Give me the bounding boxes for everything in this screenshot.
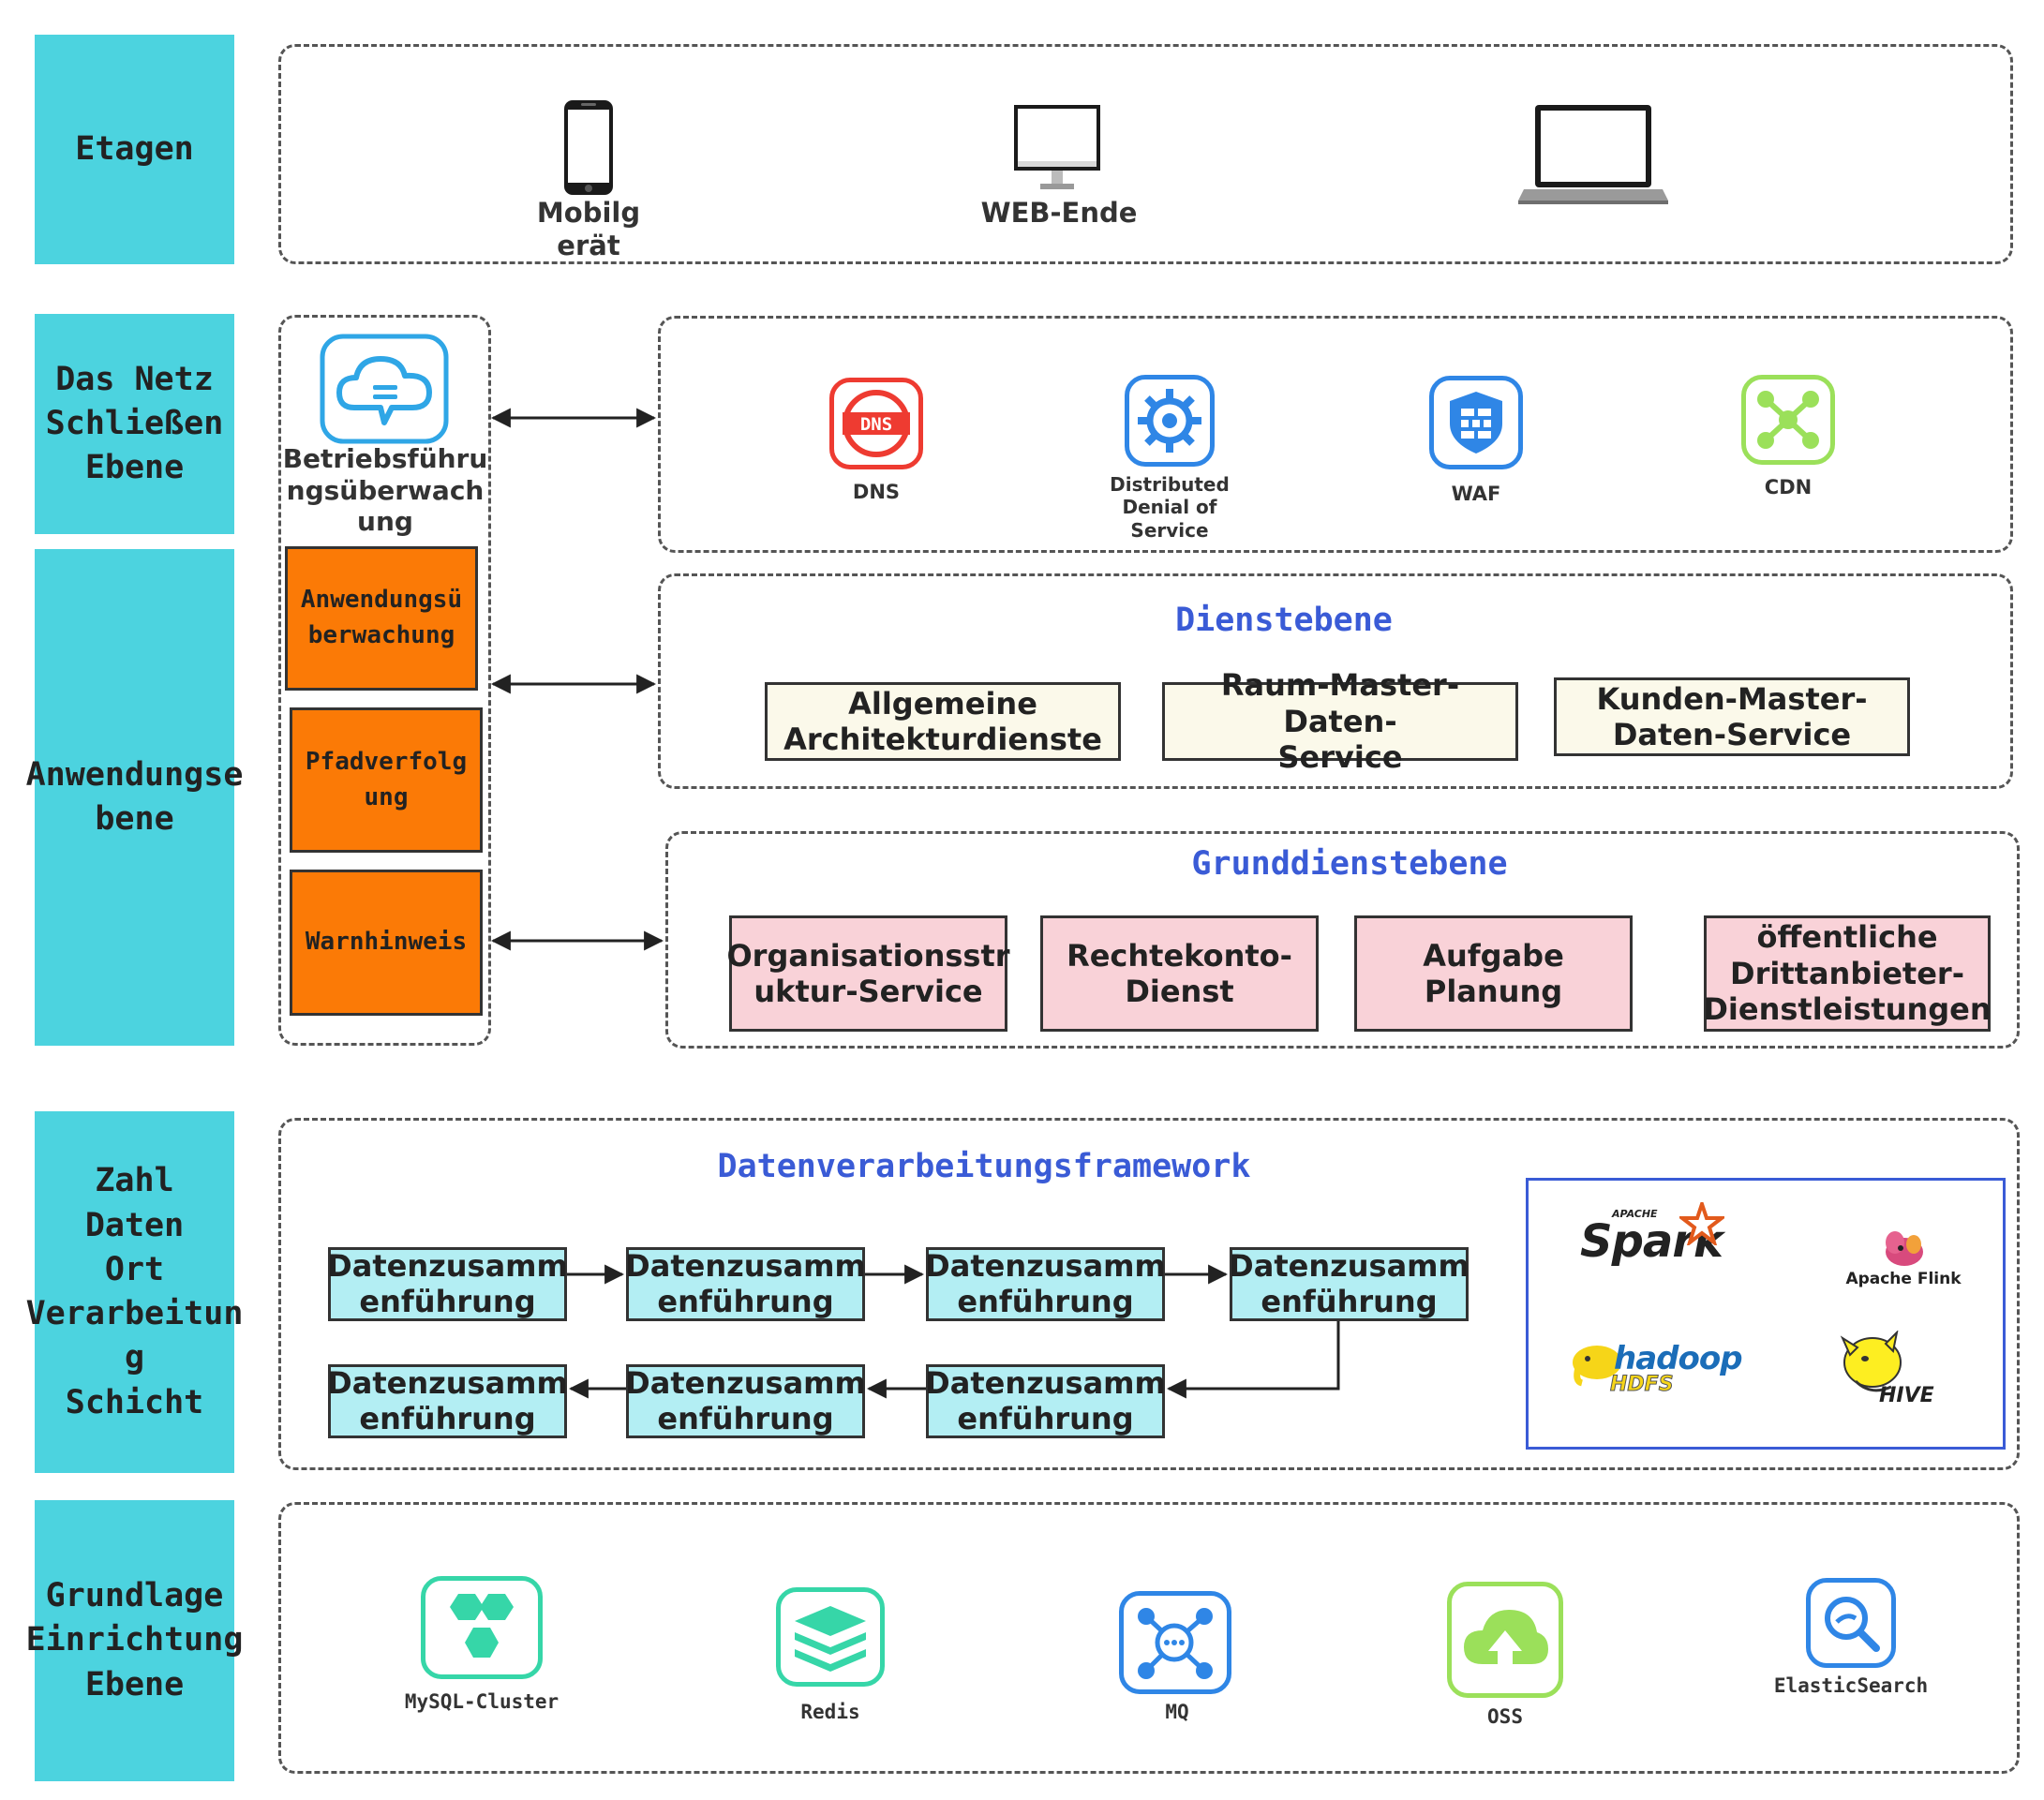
hadoop-elephant-icon: [1569, 1342, 1625, 1387]
layer-label-data-processing: Zahl Daten Ort Verarbeitun g Schicht: [26, 1111, 243, 1473]
dns-icon: DNS: [829, 378, 923, 469]
layer-label-application: Anwendungse bene: [26, 549, 243, 1046]
service-space-master-data: Raum-Master-Daten- Service: [1162, 667, 1518, 775]
hive-text: HIVE: [1879, 1384, 1934, 1407]
layer-label-infrastructure: Grundlage Einrichtung Ebene: [26, 1500, 243, 1781]
arrow-data-4-7: [1166, 1321, 1340, 1399]
cdn-network-icon: [1741, 375, 1835, 465]
waf-shield-icon: [1429, 376, 1523, 469]
bigdata-logos-panel: [1526, 1178, 2006, 1450]
base-service-layer-container: [665, 831, 2020, 1049]
elasticsearch-search-icon: [1806, 1578, 1896, 1668]
network-item-ddos-label: Distributed Denial of Service: [1110, 473, 1230, 542]
laptop-icon: [1518, 103, 1668, 206]
base-service-permission-account: Rechtekonto- Dienst: [1040, 915, 1319, 1032]
ddos-gear-icon: [1125, 375, 1215, 467]
network-item-cdn-label: CDN: [1764, 476, 1813, 498]
dns-badge-text: DNS: [860, 414, 892, 435]
mq-icon: [1119, 1591, 1231, 1694]
hadoop-text: hadoop: [1614, 1340, 1743, 1377]
cloud-monitoring-icon: [319, 333, 450, 445]
infra-elasticsearch-label: ElasticSearch: [1773, 1674, 1929, 1697]
monitoring-item-alerts: Warnhinweis: [290, 870, 483, 1016]
monitoring-item-app-monitoring: Anwendungsü berwachung: [285, 546, 478, 691]
data-processing-container: [278, 1118, 2020, 1470]
infra-redis-label: Redis: [800, 1701, 860, 1723]
client-layer-container: [278, 44, 2013, 264]
desktop-monitor-icon: [1012, 103, 1102, 193]
data-merge-box-2: Datenzusamm enführung: [625, 1247, 866, 1321]
monitoring-item-path-tracing: Pfadverfolg ung: [290, 707, 483, 853]
layer-label-network: Das Netz Schließen Ebene: [35, 314, 234, 534]
monitoring-container: [278, 315, 491, 1046]
hdfs-text: HDFS: [1610, 1373, 1675, 1397]
mobile-label: Mobilg erät: [536, 197, 641, 262]
spark-star-icon: [1679, 1202, 1724, 1245]
network-item-waf-label: WAF: [1451, 483, 1501, 505]
infra-oss-label: OSS: [1487, 1705, 1523, 1728]
hive-bee-icon: [1837, 1329, 1916, 1409]
web-label: WEB-Ende: [980, 197, 1138, 229]
spark-logo: APACHE Spark: [1576, 1202, 1726, 1277]
infra-mysql-label: MySQL-Cluster: [404, 1690, 559, 1713]
monitoring-title: Betriebsführu ngsüberwach ung: [282, 443, 488, 538]
layer-label-etagen: Etagen: [35, 35, 234, 264]
oss-cloud-icon: [1447, 1582, 1563, 1698]
data-merge-box-6: Datenzusamm enführung: [625, 1364, 866, 1438]
infra-mq-label: MQ: [1165, 1701, 1189, 1723]
base-service-organization: Organisationsstr uktur-Service: [726, 915, 1010, 1032]
service-layer-container: [658, 573, 2013, 789]
data-merge-box-7: Datenzusamm enführung: [925, 1364, 1166, 1438]
flink-squirrel-icon: [1876, 1224, 1932, 1271]
flink-label: Apache Flink: [1845, 1270, 1962, 1288]
data-merge-box-5: Datenzusamm enführung: [327, 1364, 568, 1438]
mysql-cluster-icon: [421, 1576, 543, 1679]
network-item-dns-label: DNS: [852, 481, 901, 503]
base-service-third-party: öffentliche Drittanbieter- Dienstleistun…: [1703, 915, 1992, 1032]
service-general-architecture: Allgemeine Architekturdienste: [765, 682, 1121, 761]
redis-icon: [776, 1587, 885, 1687]
spark-apache-text: APACHE: [1612, 1208, 1658, 1220]
base-service-layer-title: Grunddienstebene: [1191, 845, 1508, 883]
service-customer-master-data: Kunden-Master- Daten-Service: [1554, 677, 1910, 756]
data-merge-box-3: Datenzusamm enführung: [925, 1247, 1166, 1321]
data-merge-box-1: Datenzusamm enführung: [327, 1247, 568, 1321]
data-merge-box-4: Datenzusamm enführung: [1229, 1247, 1470, 1321]
service-layer-title: Dienstebene: [1175, 602, 1393, 639]
mobile-phone-icon: [562, 98, 615, 197]
base-service-task-planning: Aufgabe Planung: [1354, 915, 1633, 1032]
data-framework-title: Datenverarbeitungsframework: [717, 1148, 1251, 1185]
network-container: [658, 316, 2013, 553]
infrastructure-container: [278, 1502, 2020, 1774]
